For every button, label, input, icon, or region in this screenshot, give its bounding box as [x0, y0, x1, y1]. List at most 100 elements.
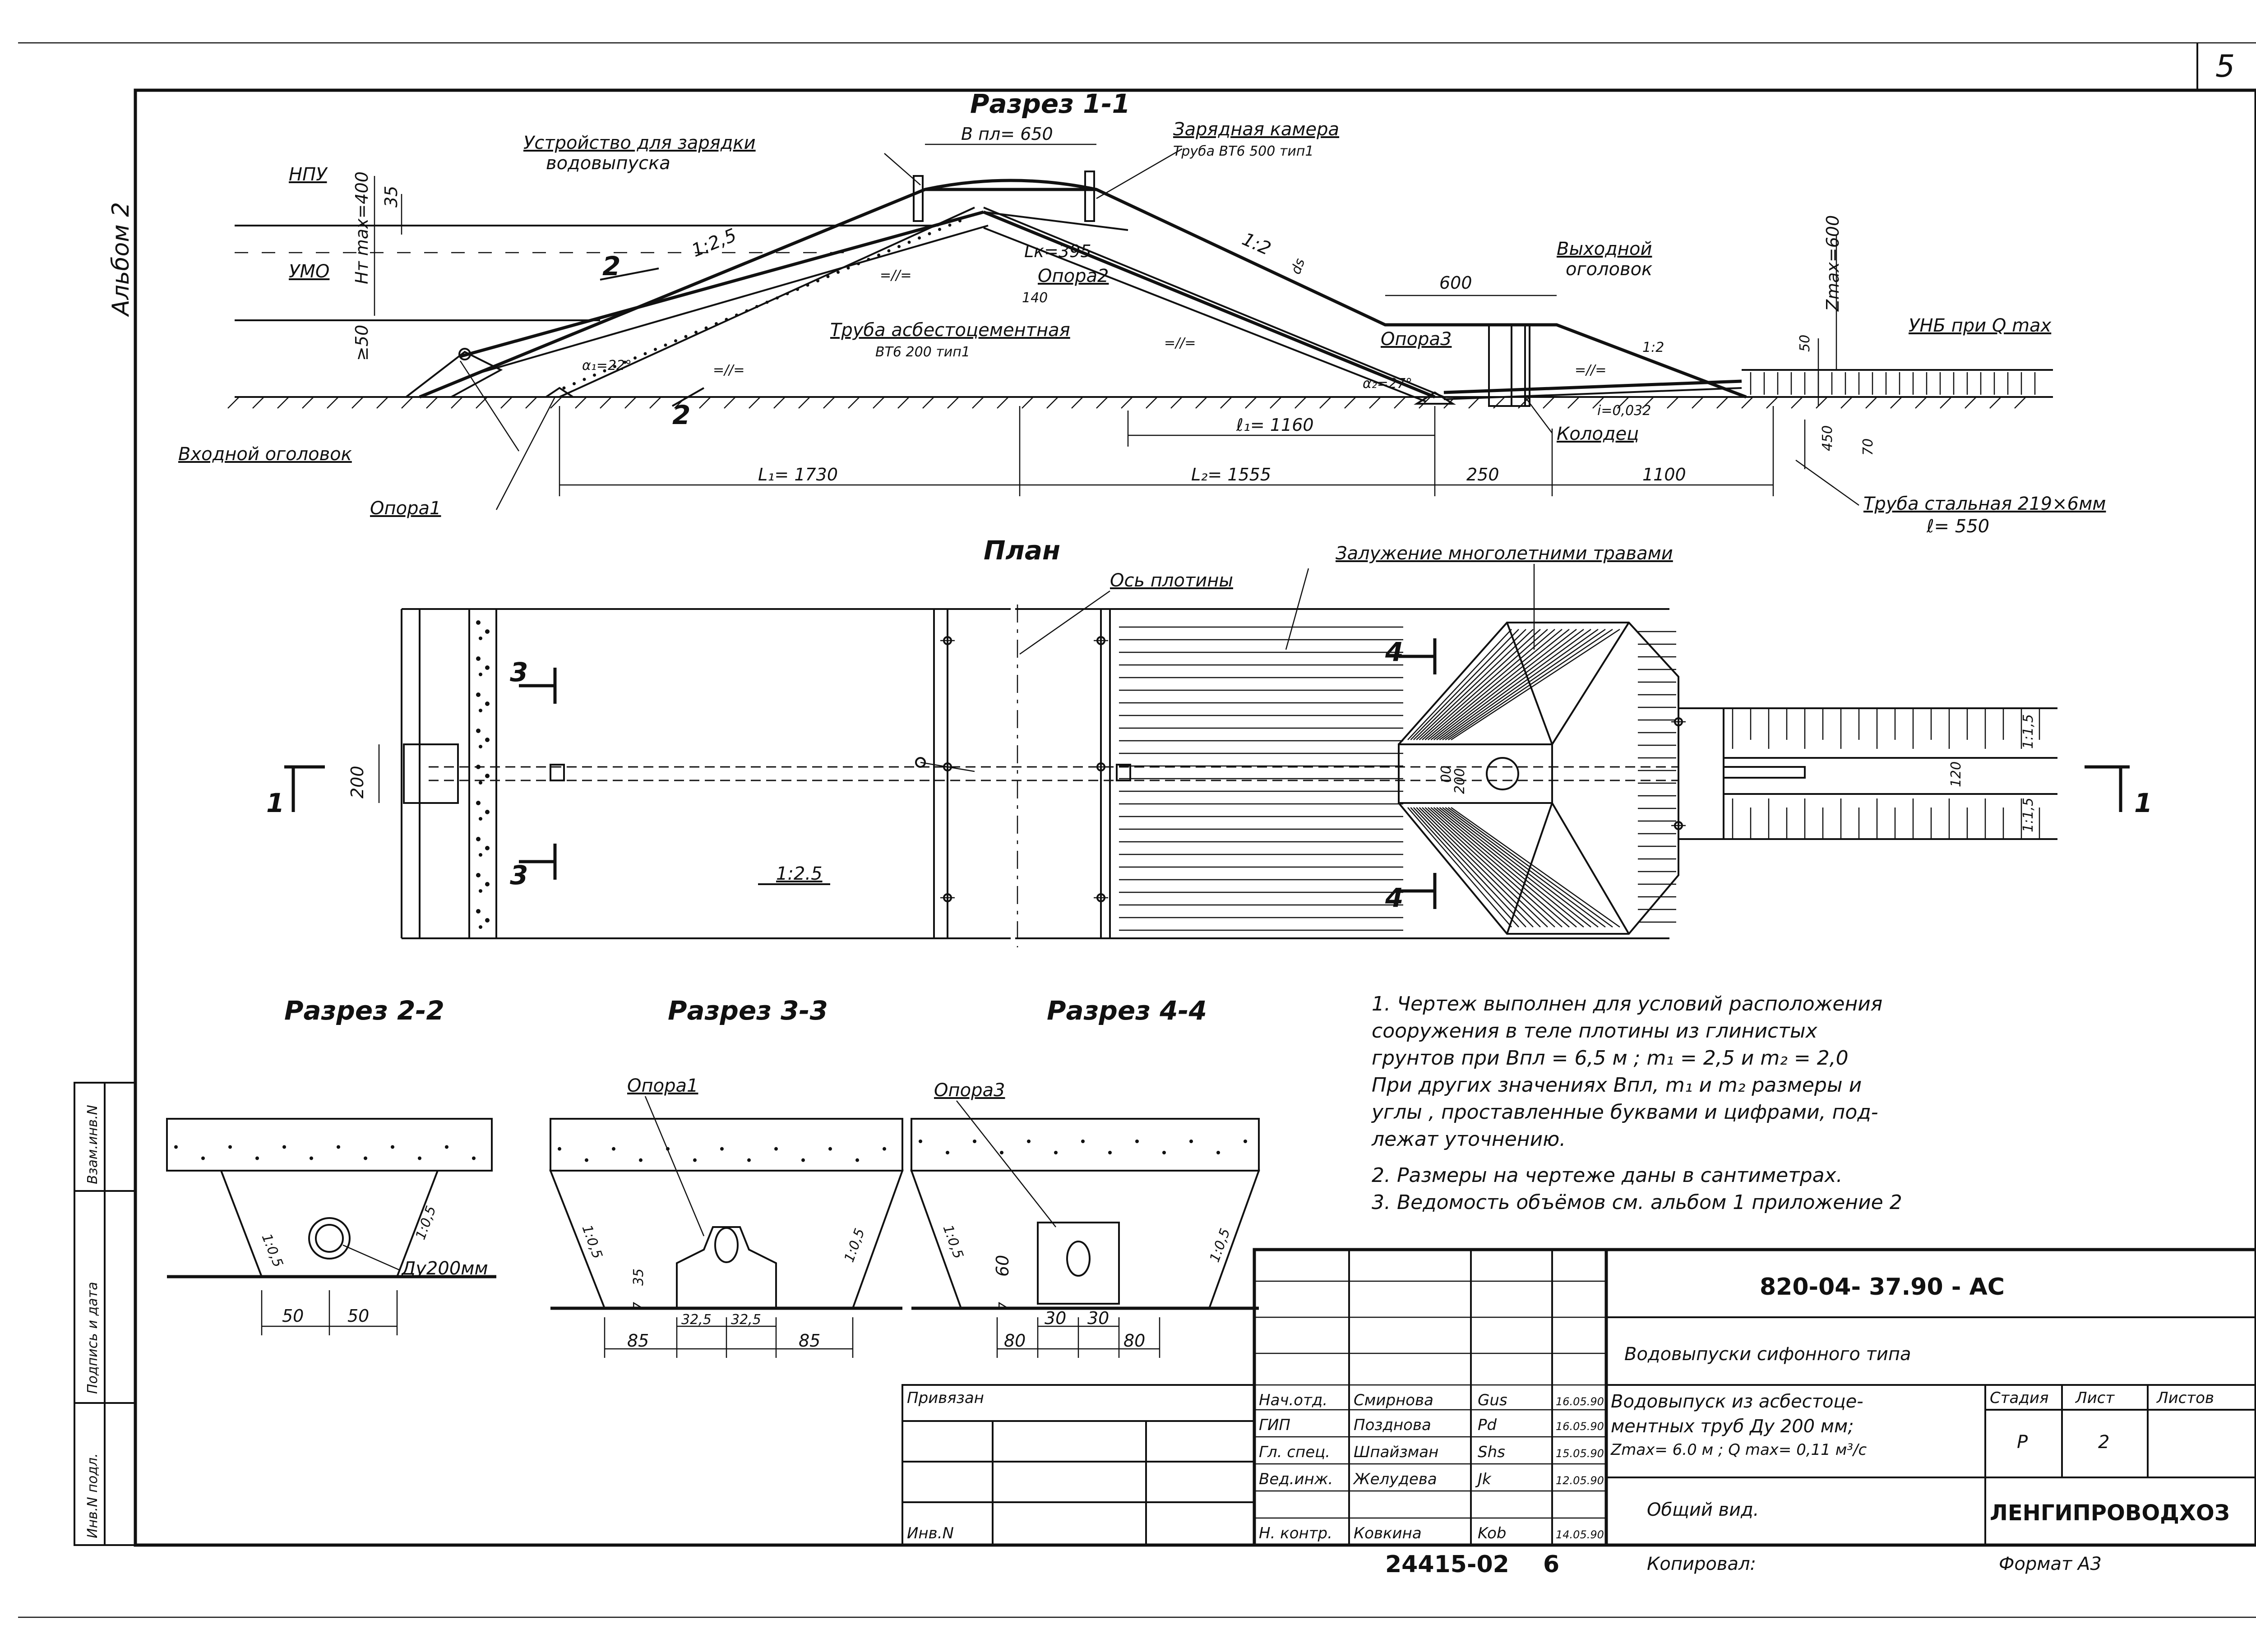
- ground-hatch-line: [1890, 397, 1902, 409]
- concrete-dot: [337, 1145, 340, 1149]
- plan-d200-dim: 200: [347, 766, 367, 798]
- tb-role: Н. контр.: [1259, 1524, 1332, 1542]
- ground-hatch-line: [1592, 397, 1604, 409]
- pipe-label-1: Труба асбестоцементная: [830, 320, 1070, 341]
- plan-cut1-right: 1: [2134, 788, 2152, 818]
- gravel-dot: [476, 837, 481, 841]
- gravel-dot: [485, 918, 490, 923]
- section-4-4-title: Разрез 4-4: [1047, 995, 1207, 1026]
- support2-label: Опора2: [1038, 266, 1109, 286]
- gravel-dot: [476, 620, 481, 625]
- concrete-dot: [774, 1147, 778, 1151]
- tb-sign: Pd: [1478, 1416, 1497, 1434]
- ground-hatch-line: [525, 397, 537, 409]
- tb-desc-1: Водовыпуск из асбестоце-: [1611, 1391, 1863, 1412]
- concrete-dot: [828, 1147, 832, 1151]
- dam-fill-dot: [846, 266, 850, 270]
- s44-slope-r: 1:0,5: [1207, 1226, 1234, 1264]
- tb-name: Ковкина: [1354, 1524, 1422, 1542]
- tb-org: ЛЕНГИПРОВОДХОЗ: [1990, 1500, 2230, 1526]
- support1-label: Опора1: [370, 498, 441, 519]
- plan-slope15a: 1:1,5: [2020, 714, 2036, 749]
- slope-hatch-line: [1419, 807, 1541, 928]
- ground-hatch-line: [848, 397, 860, 409]
- slope-hatch-line: [1424, 807, 1555, 928]
- slope-hatch-line: [1407, 807, 1512, 928]
- note-line-3: грунтов при Впл = 6,5 м ; m₁ = 2,5 и m₂ …: [1372, 1047, 1849, 1070]
- ground-hatch-line: [798, 397, 810, 409]
- concrete-dot: [1244, 1140, 1247, 1143]
- concrete-dot: [391, 1145, 394, 1149]
- dam-fill-dot: [684, 335, 688, 338]
- gravel-dot: [485, 774, 490, 778]
- ground-hatch-line: [1394, 397, 1406, 409]
- gravel-dot: [476, 801, 481, 805]
- note-line-5: углы , проставленные буквами и цифрами, …: [1371, 1101, 1878, 1124]
- strip-replace-label: Взам.инв.N: [85, 1105, 101, 1184]
- section-2-2-title: Разрез 2-2: [284, 995, 444, 1026]
- tb-doc-sheet: 6: [1543, 1551, 1559, 1578]
- ground-hatch-line: [749, 397, 761, 409]
- ground-hatch-line: [227, 397, 240, 409]
- concrete-dot: [883, 1147, 886, 1151]
- s22-du: Ду200мм: [401, 1258, 488, 1279]
- slope-hatch-line: [1422, 807, 1548, 928]
- dam-fill-dot: [735, 314, 738, 317]
- tb-date: 15.05.90: [1556, 1447, 1604, 1460]
- plan-cut1-left: 1: [266, 788, 284, 818]
- concrete-dot: [445, 1145, 448, 1149]
- note-line-7: 2. Размеры на чертеже даны в сантиметрах…: [1372, 1164, 1843, 1187]
- bolt-marks: [940, 636, 1686, 902]
- ground-hatch-line: [1096, 397, 1108, 409]
- tb-sheet: 2: [2098, 1432, 2109, 1453]
- s22-slope-l: 1:0,5: [259, 1232, 286, 1269]
- ground-hatch-line: [1791, 397, 1803, 409]
- ground-hatch-line: [699, 397, 711, 409]
- tb-name: Шпайзман: [1354, 1443, 1438, 1461]
- ground-hatch-line: [922, 397, 934, 409]
- hatch-note-c: =//=: [713, 362, 745, 378]
- ground-hatch-line: [1716, 397, 1729, 409]
- gravel-dot: [485, 738, 490, 742]
- dam-fill-dot: [938, 228, 941, 231]
- ground-hatch-line: [1667, 397, 1679, 409]
- df-label: ds: [1288, 256, 1308, 277]
- ground-hatch-line: [1989, 397, 2002, 409]
- dam-fill-dot: [877, 254, 880, 257]
- hatch-note-b: =//=: [1164, 335, 1196, 351]
- note-line-4: При других значениях Впл, m₁ и m₂ размер…: [1372, 1074, 1862, 1097]
- concrete-dot: [1216, 1151, 1220, 1154]
- ground-hatch-line: [1071, 397, 1083, 409]
- dam-fill-dot: [816, 279, 819, 282]
- ground-hatch-line: [1170, 397, 1183, 409]
- ground-hatch-line: [1195, 397, 1207, 409]
- ground-hatching: [227, 397, 2026, 409]
- ground-hatch-line: [1840, 397, 1853, 409]
- dam-fill-dot: [643, 352, 647, 355]
- dam-fill-dot: [867, 258, 870, 261]
- tb-code: 820-04- 37.90 - АС: [1760, 1274, 2005, 1301]
- ground-hatch-line: [277, 397, 289, 409]
- plan-slope-label: 1:2.5: [776, 863, 823, 884]
- gravel-dot: [479, 925, 482, 929]
- concrete-dot: [1000, 1151, 1003, 1154]
- d450-dim: 450: [1820, 425, 1835, 451]
- dam-fill-dot: [907, 240, 911, 244]
- concrete-dot: [801, 1158, 805, 1162]
- tb-sign: Jk: [1475, 1470, 1492, 1488]
- i-slope-label: i=0,032: [1597, 403, 1651, 419]
- concrete-dot: [666, 1147, 670, 1151]
- slope-hatch-line: [1410, 629, 1519, 740]
- s44-d60: 60: [993, 1255, 1012, 1277]
- slope-hatch-line: [1436, 629, 1584, 740]
- ground-hatch-line: [1766, 397, 1778, 409]
- slope-hatch-line: [1416, 629, 1534, 740]
- ground-hatch-line: [873, 397, 885, 409]
- ground-hatch-line: [823, 397, 835, 409]
- dam-fill-dot: [582, 378, 586, 381]
- concrete-dot: [973, 1140, 976, 1143]
- tb-sign: Gus: [1478, 1391, 1507, 1409]
- s33-support: Опора1: [627, 1075, 698, 1096]
- dam-fill-dot: [593, 374, 596, 377]
